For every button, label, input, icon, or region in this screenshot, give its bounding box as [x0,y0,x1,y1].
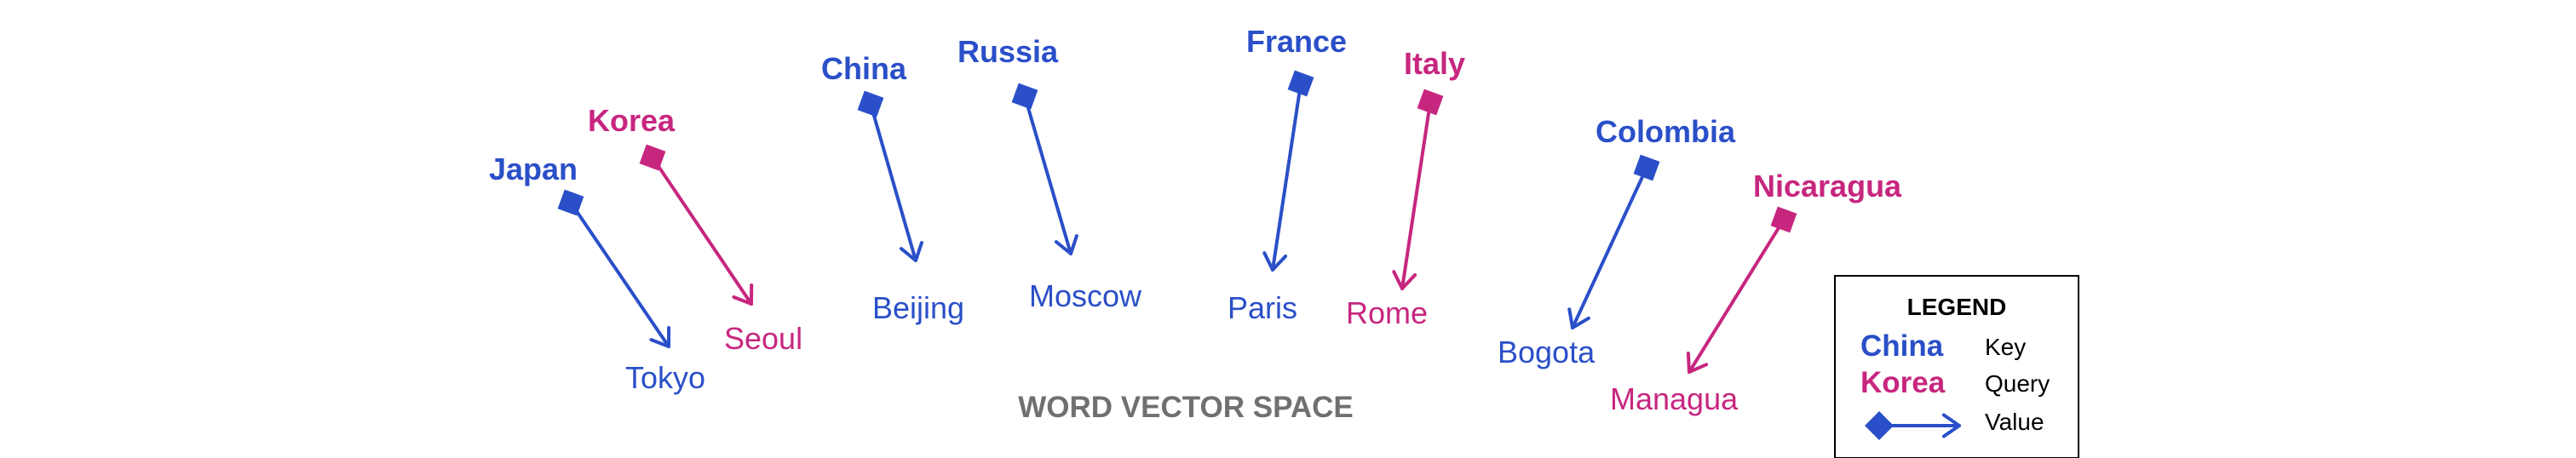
country-label: Italy [1404,46,1465,81]
capital-label: Bogota [1498,335,1596,369]
value-arrow [569,201,670,348]
legend-query-role: Query [1985,370,2050,397]
legend-title: LEGEND [1907,294,2007,320]
value-arrow [651,156,753,306]
legend-box: LEGEND China Key Korea Query Value [1834,275,2079,458]
value-arrow [1400,100,1432,290]
legend-key-example: China [1860,329,1944,363]
capital-label: Managua [1610,381,1739,416]
capital-label: Tokyo [625,360,705,395]
space-caption: WORD VECTOR SPACE [1018,391,1353,424]
pair-japan-tokyo: Japan Tokyo [489,152,705,395]
capital-label: Rome [1346,295,1428,330]
pair-russia-moscow: Russia Moscow [957,34,1142,313]
pair-china-beijing: China Beijing [821,51,964,325]
country-label: Russia [957,34,1059,69]
arrowhead-icon [1392,270,1417,290]
value-arrow [869,102,917,262]
legend-key-role: Key [1985,334,2026,360]
legend-query-example: Korea [1860,366,1946,399]
country-label: Korea [588,103,676,138]
arrowhead-icon [1054,234,1078,255]
arrowhead-icon [900,241,923,262]
pair-italy-rome: Italy Rome [1346,46,1465,330]
capital-label: Beijing [872,290,964,325]
value-arrow [1271,82,1302,272]
arrowhead-icon [732,283,754,306]
value-arrow [1571,166,1648,329]
country-label: Nicaragua [1753,169,1902,203]
pair-france-paris: France Paris [1228,24,1347,325]
country-label: China [821,51,907,86]
legend-value-role: Value [1985,409,2044,435]
arrowhead-icon [649,326,671,348]
pair-nicaragua-managua: Nicaragua Managua [1610,169,1902,416]
arrowhead-icon [1686,352,1709,374]
country-label: Japan [489,152,578,186]
capital-label: Paris [1228,290,1297,325]
country-label: France [1246,24,1347,59]
country-label: Colombia [1596,114,1736,149]
capital-label: Moscow [1029,278,1142,313]
arrowhead-icon [1262,251,1288,272]
pair-colombia-bogota: Colombia Bogota [1498,114,1736,369]
arrowhead-icon [1567,307,1590,329]
value-arrow [1688,218,1785,374]
pair-korea-seoul: Korea Seoul [588,103,802,356]
capital-label: Seoul [724,321,802,356]
value-arrow [1023,94,1072,255]
